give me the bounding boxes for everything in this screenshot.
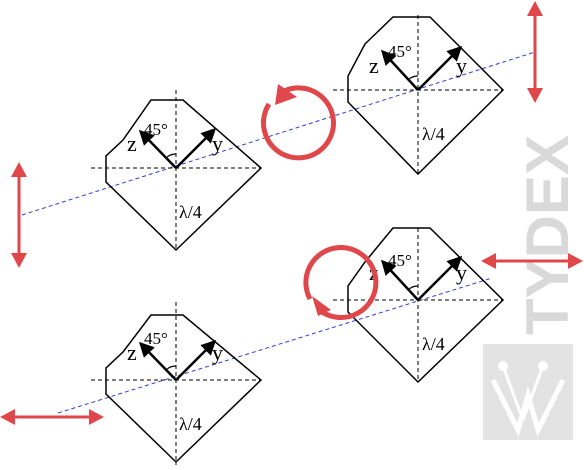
angle-label: 45° bbox=[144, 329, 168, 348]
angle-arc bbox=[407, 75, 419, 81]
z-axis-arrow bbox=[380, 259, 419, 301]
z-label: z bbox=[127, 131, 137, 156]
y-label: y bbox=[212, 340, 223, 365]
z-label: z bbox=[127, 340, 137, 365]
z-axis-arrow bbox=[138, 341, 177, 381]
beam-line-top bbox=[21, 51, 536, 216]
plate-outline bbox=[347, 16, 505, 176]
wave-label: λ/4 bbox=[422, 334, 445, 354]
z-label: z bbox=[369, 53, 379, 78]
angle-arc bbox=[165, 365, 177, 371]
wave-label: λ/4 bbox=[179, 414, 202, 434]
vertical-polarization-arrow-right bbox=[527, 1, 543, 103]
y-axis-arrow bbox=[175, 339, 217, 381]
watermark-text: TYDEX bbox=[514, 135, 581, 335]
vertical-polarization-arrow-left bbox=[11, 162, 27, 268]
y-axis-arrow bbox=[417, 255, 463, 301]
wave-label: λ/4 bbox=[422, 124, 445, 144]
angle-label: 45° bbox=[144, 120, 168, 139]
y-label: y bbox=[456, 53, 467, 78]
y-axis-arrow bbox=[175, 127, 217, 169]
waveplate-upper-left: z 45° y λ/4 bbox=[91, 90, 263, 252]
circular-polarization-icon-bottom bbox=[303, 245, 379, 321]
angle-label: 45° bbox=[388, 42, 412, 61]
y-axis-arrow bbox=[417, 45, 463, 91]
y-label: y bbox=[212, 131, 223, 156]
z-axis-arrow bbox=[138, 129, 177, 169]
angle-label: 45° bbox=[388, 251, 412, 270]
horizontal-polarization-arrow-right bbox=[481, 253, 583, 269]
plate-outline bbox=[347, 227, 505, 384]
waveplate-lower-left: z 45° y λ/4 bbox=[91, 302, 263, 465]
watermark-logo-icon bbox=[483, 344, 573, 440]
angle-arc bbox=[165, 153, 177, 159]
plate-outline bbox=[105, 99, 263, 252]
waveplate-upper-right: z 45° y λ/4 bbox=[333, 15, 505, 176]
plate-outline bbox=[105, 314, 263, 464]
circular-polarization-icon-top bbox=[260, 84, 336, 161]
y-label: y bbox=[456, 260, 467, 285]
z-axis-arrow bbox=[380, 49, 419, 91]
angle-arc bbox=[407, 285, 419, 291]
horizontal-polarization-arrow-left bbox=[0, 409, 104, 425]
wave-label: λ/4 bbox=[179, 202, 202, 222]
tydex-watermark: TYDEX bbox=[483, 135, 581, 440]
